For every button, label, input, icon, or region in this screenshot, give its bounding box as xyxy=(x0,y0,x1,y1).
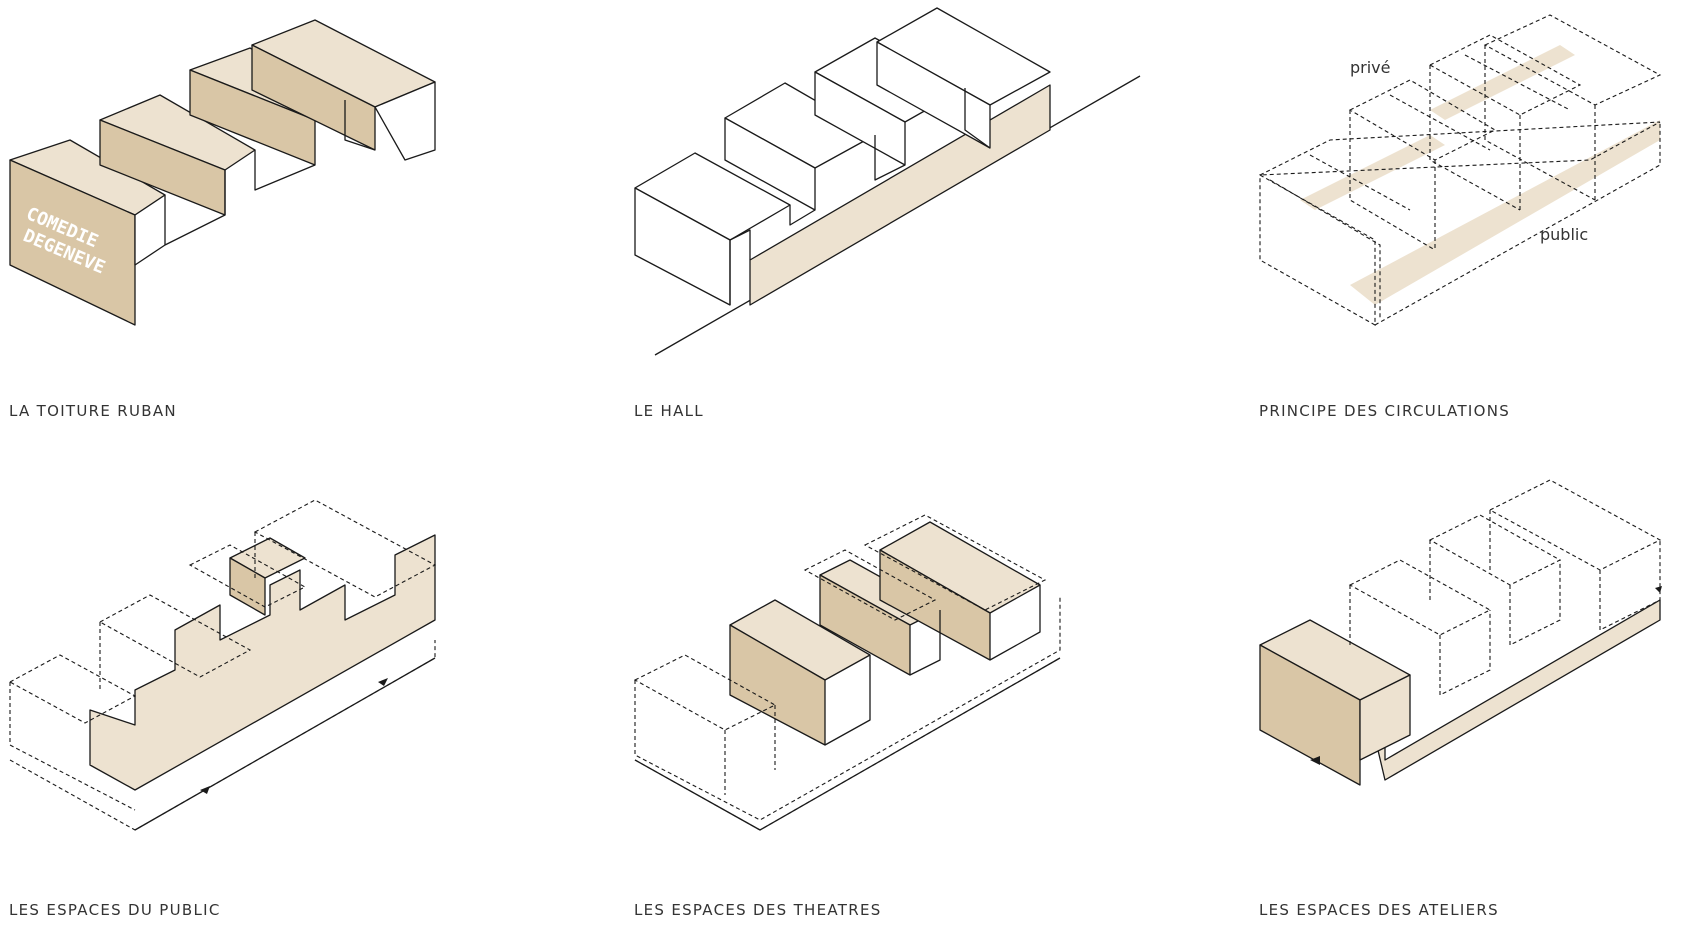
panel-hall: LE HALL xyxy=(625,0,1185,460)
caption-espaces-theatres: LES ESPACES DES THEATRES xyxy=(634,901,882,919)
panel-circulations: privé public PRINCIPE DES CIRCULATIONS xyxy=(1250,0,1700,460)
label-prive: privé xyxy=(1350,58,1391,77)
label-public: public xyxy=(1540,225,1588,244)
toiture-ruban-diagram: COMEDIE DEGENEVE xyxy=(9,19,436,326)
hall-diagram xyxy=(634,7,1141,356)
caption-hall: LE HALL xyxy=(634,402,704,420)
panel-espaces-theatres: LES ESPACES DES THEATRES xyxy=(625,460,1185,920)
circulations-diagram: privé public xyxy=(1259,14,1662,326)
caption-espaces-public: LES ESPACES DU PUBLIC xyxy=(9,901,221,919)
espaces-theatres-diagram xyxy=(633,514,1061,831)
panel-toiture-ruban: COMEDIE DEGENEVE LA TOITURE RUBAN xyxy=(0,0,560,460)
panel-espaces-ateliers: LES ESPACES DES ATELIERS xyxy=(1250,460,1700,920)
espaces-public-diagram xyxy=(8,499,437,831)
espaces-ateliers-diagram xyxy=(1259,479,1662,786)
caption-circulations: PRINCIPE DES CIRCULATIONS xyxy=(1259,402,1511,420)
caption-espaces-ateliers: LES ESPACES DES ATELIERS xyxy=(1259,901,1499,919)
panel-espaces-public: LES ESPACES DU PUBLIC xyxy=(0,460,560,920)
caption-toiture-ruban: LA TOITURE RUBAN xyxy=(9,402,177,420)
